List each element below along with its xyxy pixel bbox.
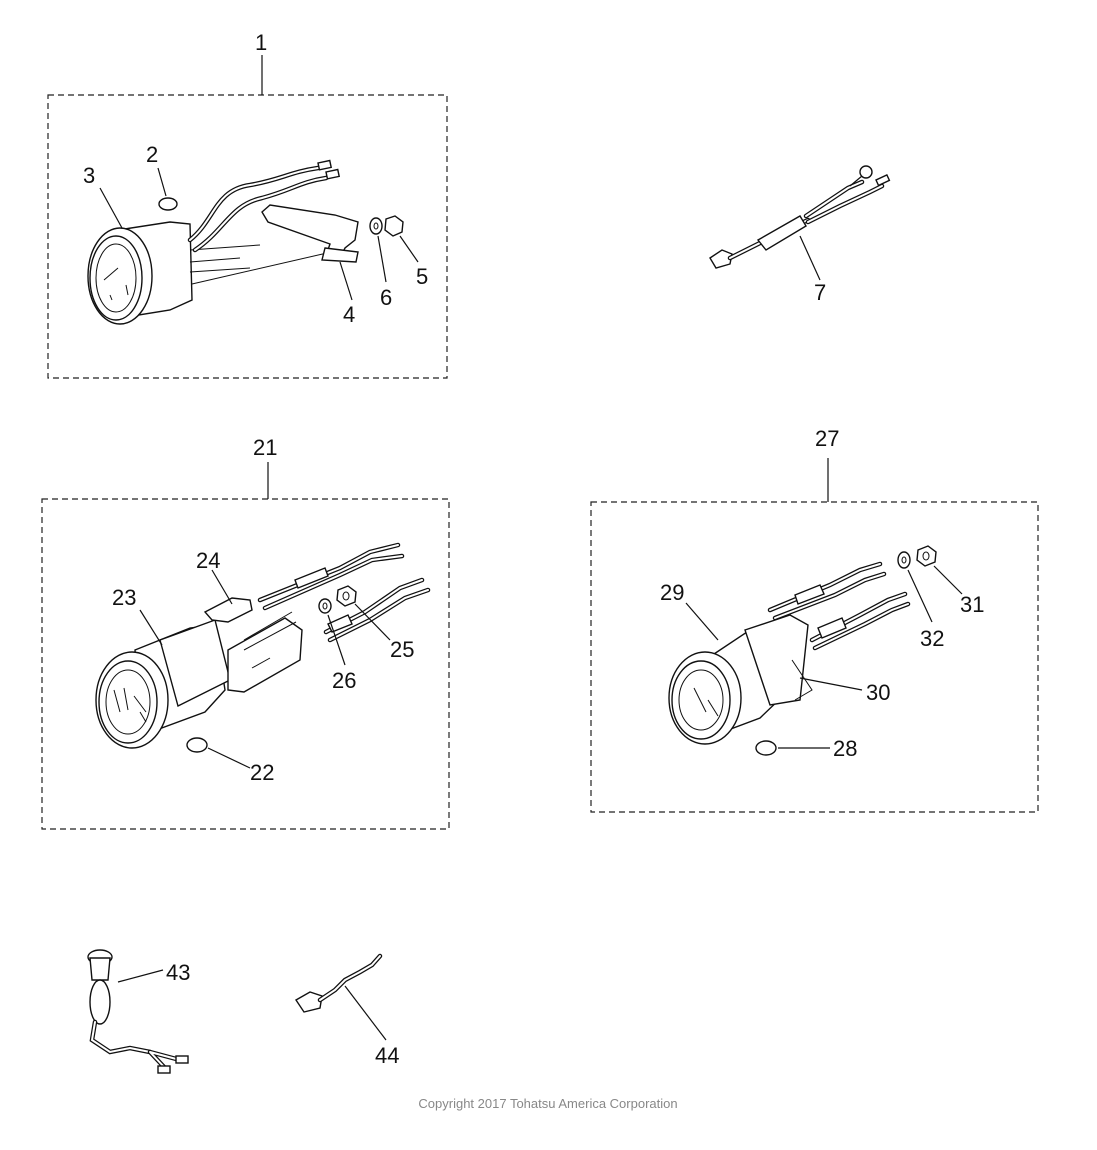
gauge-part-3	[87, 221, 341, 325]
washer-part-6	[369, 217, 383, 235]
nut-part-31	[916, 545, 937, 567]
group-1-box	[47, 94, 448, 379]
assembly-group-1: 1 2 3 4	[47, 30, 448, 379]
callout-6: 6	[380, 285, 392, 310]
nut-part-25	[336, 585, 357, 607]
bulb-part-2	[158, 197, 178, 211]
callout-1: 1	[255, 30, 267, 55]
callout-27: 27	[815, 426, 839, 451]
callout-23: 23	[112, 585, 136, 610]
bracket-part-24	[203, 597, 303, 693]
callout-31: 31	[960, 592, 984, 617]
callout-32: 32	[920, 626, 944, 651]
copyright-notice: Copyright 2017 Tohatsu America Corporati…	[418, 1096, 677, 1111]
harness-part-7: 7	[709, 165, 891, 305]
bracket-part-4	[261, 204, 359, 263]
callout-2: 2	[146, 142, 158, 167]
callout-7: 7	[814, 280, 826, 305]
callout-5: 5	[416, 264, 428, 289]
callout-30: 30	[866, 680, 890, 705]
callout-3: 3	[83, 163, 95, 188]
callout-44: 44	[375, 1043, 399, 1068]
callout-29: 29	[660, 580, 684, 605]
callout-21: 21	[253, 435, 277, 460]
switch-part-43: 43	[87, 949, 190, 1074]
bulb-part-28	[755, 740, 777, 756]
callout-22: 22	[250, 760, 274, 785]
gauge-part-23	[95, 619, 231, 749]
callout-28: 28	[833, 736, 857, 761]
washer-part-32	[897, 551, 911, 569]
group-21-box	[41, 498, 450, 830]
callout-4: 4	[343, 302, 355, 327]
callout-26: 26	[332, 668, 356, 693]
bulb-part-22	[186, 737, 208, 753]
nut-part-5	[384, 215, 404, 237]
gauge-part-29	[668, 614, 813, 745]
callout-43: 43	[166, 960, 190, 985]
callout-24: 24	[196, 548, 220, 573]
assembly-group-27: 27 29 30 32 31 28	[590, 426, 1039, 813]
assembly-group-21: 21 24 23 26	[41, 435, 450, 830]
harness-part-44: 44	[295, 953, 399, 1068]
group-27-box	[590, 501, 1039, 813]
washer-part-26	[318, 598, 332, 614]
callout-25: 25	[390, 637, 414, 662]
